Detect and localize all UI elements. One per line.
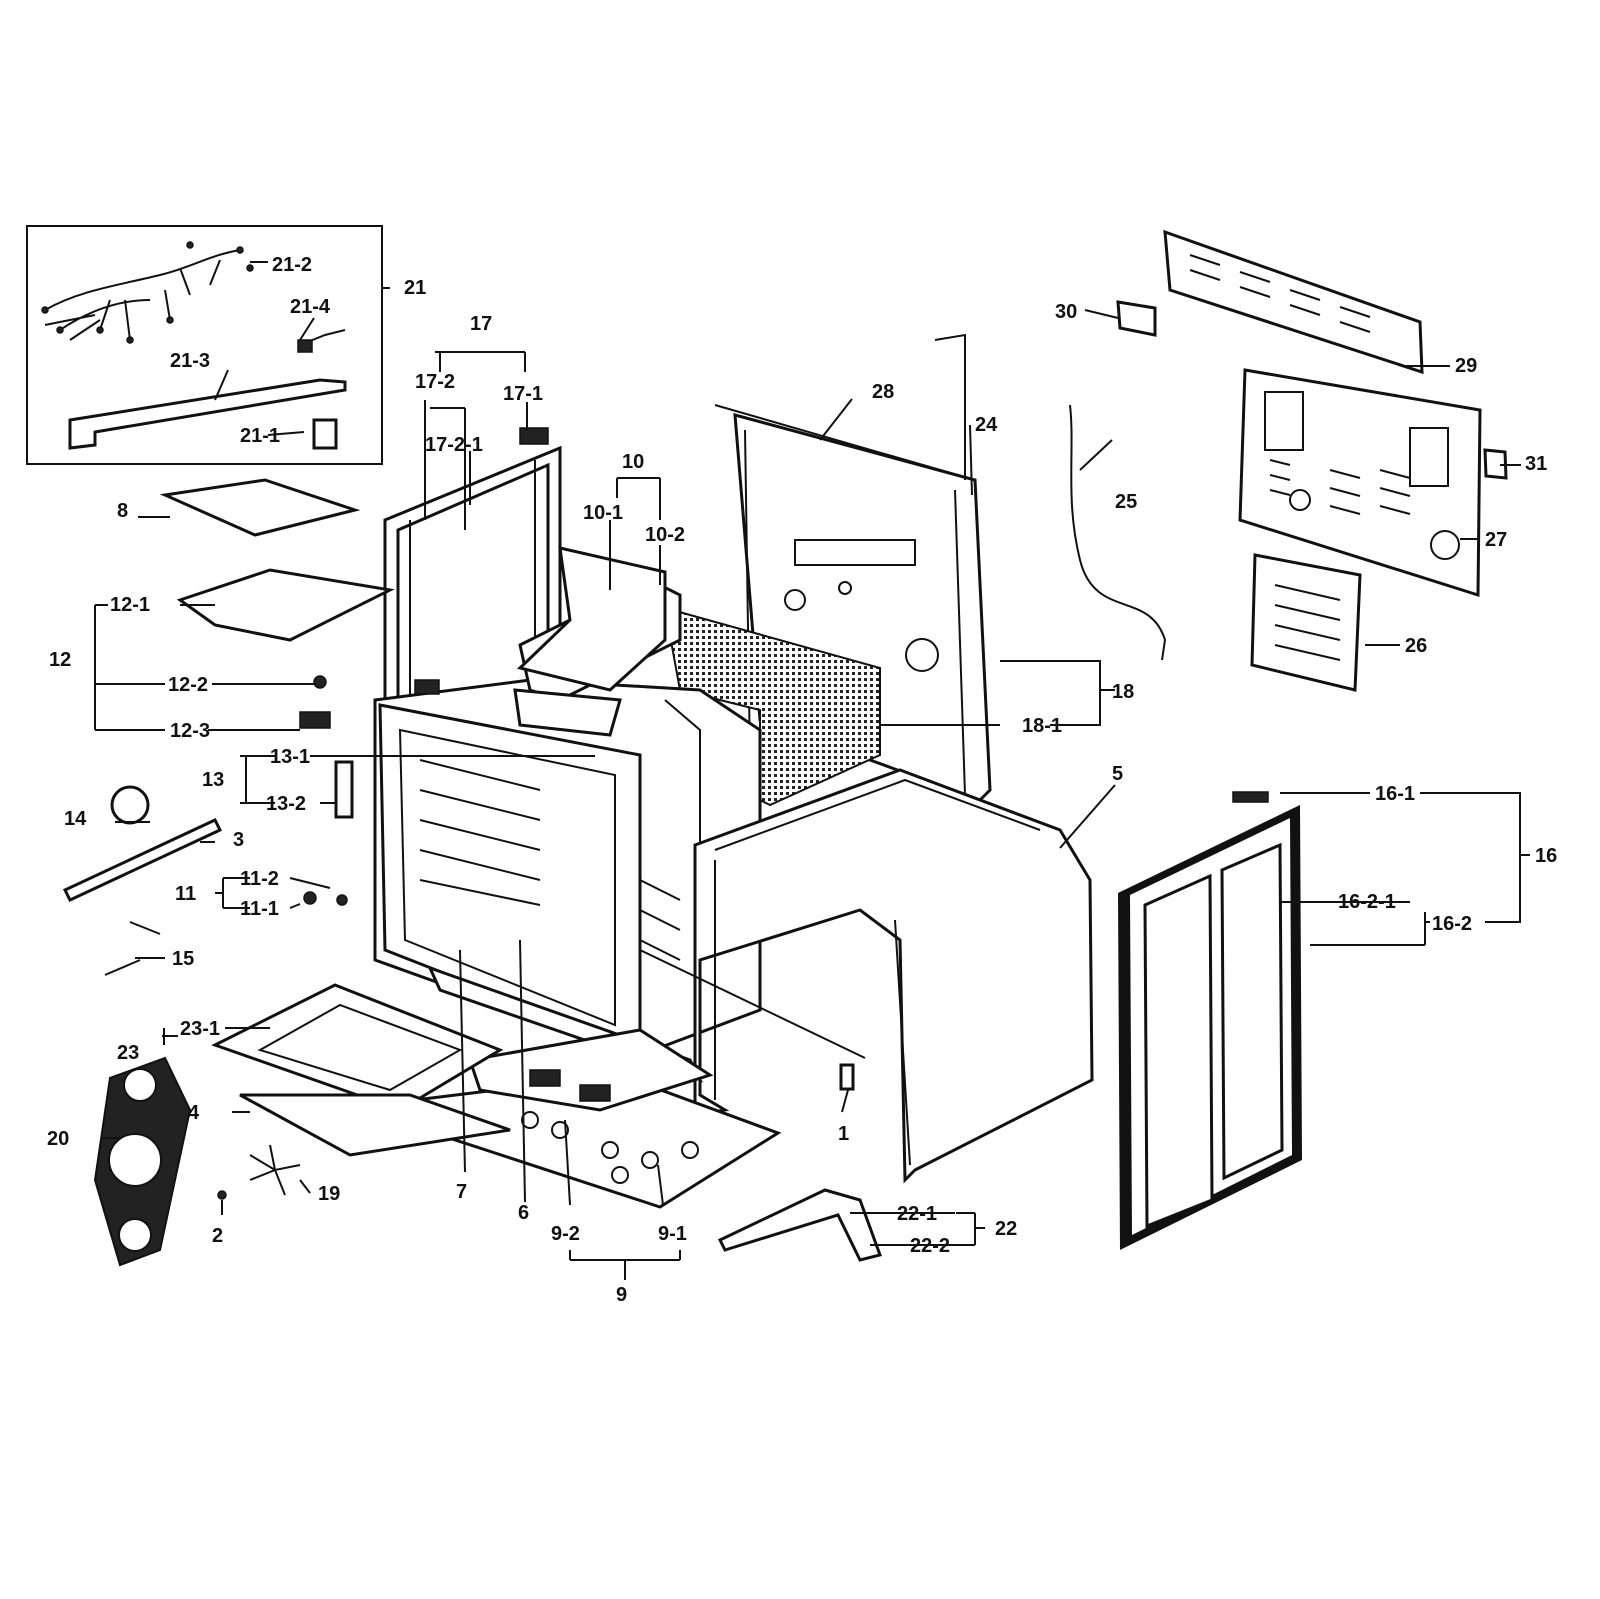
label-21-2: 21-2 <box>272 254 312 276</box>
label-7: 7 <box>456 1181 467 1203</box>
label-14: 14 <box>64 808 87 830</box>
label-3: 3 <box>233 829 244 851</box>
label-10: 10 <box>622 451 644 473</box>
label-10-2: 10-2 <box>645 524 685 546</box>
label-11-1: 11-1 <box>240 898 279 920</box>
label-22-2: 22-2 <box>910 1235 950 1257</box>
label-21-4: 21-4 <box>290 296 331 318</box>
label-16-2-1: 16-2-1 <box>1338 891 1396 913</box>
label-13-1: 13-1 <box>270 746 310 768</box>
wire-harness-inset <box>26 225 383 465</box>
label-26: 26 <box>1405 635 1427 657</box>
label-17-2-1: 17-2-1 <box>425 434 483 456</box>
label-29: 29 <box>1455 355 1477 377</box>
label-16-1: 16-1 <box>1375 783 1415 805</box>
part-labels: 21-2 21 21-4 21-3 21-1 17 17-2 17-1 17-2… <box>47 254 1557 1306</box>
back-panels <box>1116 229 1508 692</box>
label-27: 27 <box>1485 529 1507 551</box>
label-13: 13 <box>202 769 224 791</box>
label-11-2: 11-2 <box>240 868 279 890</box>
broiler-tray <box>211 983 511 1157</box>
label-18: 18 <box>1112 681 1134 703</box>
label-9-1: 9-1 <box>658 1223 687 1245</box>
label-8: 8 <box>117 500 128 522</box>
label-23-1: 23-1 <box>180 1018 220 1040</box>
label-17-1: 17-1 <box>503 383 543 405</box>
label-30: 30 <box>1055 301 1077 323</box>
label-17-2: 17-2 <box>415 371 455 393</box>
label-17: 17 <box>470 313 492 335</box>
label-15: 15 <box>172 948 194 970</box>
label-16-2: 16-2 <box>1432 913 1472 935</box>
label-31: 31 <box>1525 453 1547 475</box>
oven-door <box>1118 791 1302 1250</box>
label-4: 4 <box>188 1102 200 1124</box>
label-20: 20 <box>47 1128 69 1150</box>
label-22-1: 22-1 <box>897 1203 937 1225</box>
label-21: 21 <box>404 277 426 299</box>
label-18-1: 18-1 <box>1022 715 1062 737</box>
small-parts <box>62 333 1167 1267</box>
label-16: 16 <box>1535 845 1557 867</box>
label-13-2: 13-2 <box>266 793 306 815</box>
label-24: 24 <box>975 414 998 436</box>
label-19: 19 <box>318 1183 340 1205</box>
label-5: 5 <box>1112 763 1123 785</box>
label-11: 11 <box>175 883 196 905</box>
burner-box <box>412 1028 782 1209</box>
label-21-3: 21-3 <box>170 350 210 372</box>
label-28: 28 <box>872 381 894 403</box>
label-25: 25 <box>1115 491 1137 513</box>
label-21-1: 21-1 <box>240 425 280 447</box>
label-10-1: 10-1 <box>583 502 623 524</box>
label-1: 1 <box>838 1123 849 1145</box>
label-12-3: 12-3 <box>170 720 210 742</box>
leader-lines <box>94 261 1530 1280</box>
label-9: 9 <box>616 1284 627 1306</box>
label-6: 6 <box>518 1202 529 1224</box>
label-12-1: 12-1 <box>110 594 150 616</box>
label-9-2: 9-2 <box>551 1223 580 1245</box>
label-2: 2 <box>212 1225 223 1247</box>
label-23: 23 <box>117 1042 139 1064</box>
label-12: 12 <box>49 649 71 671</box>
label-12-2: 12-2 <box>168 674 208 696</box>
label-22: 22 <box>995 1218 1017 1240</box>
outer-cabinet <box>693 768 1094 1184</box>
